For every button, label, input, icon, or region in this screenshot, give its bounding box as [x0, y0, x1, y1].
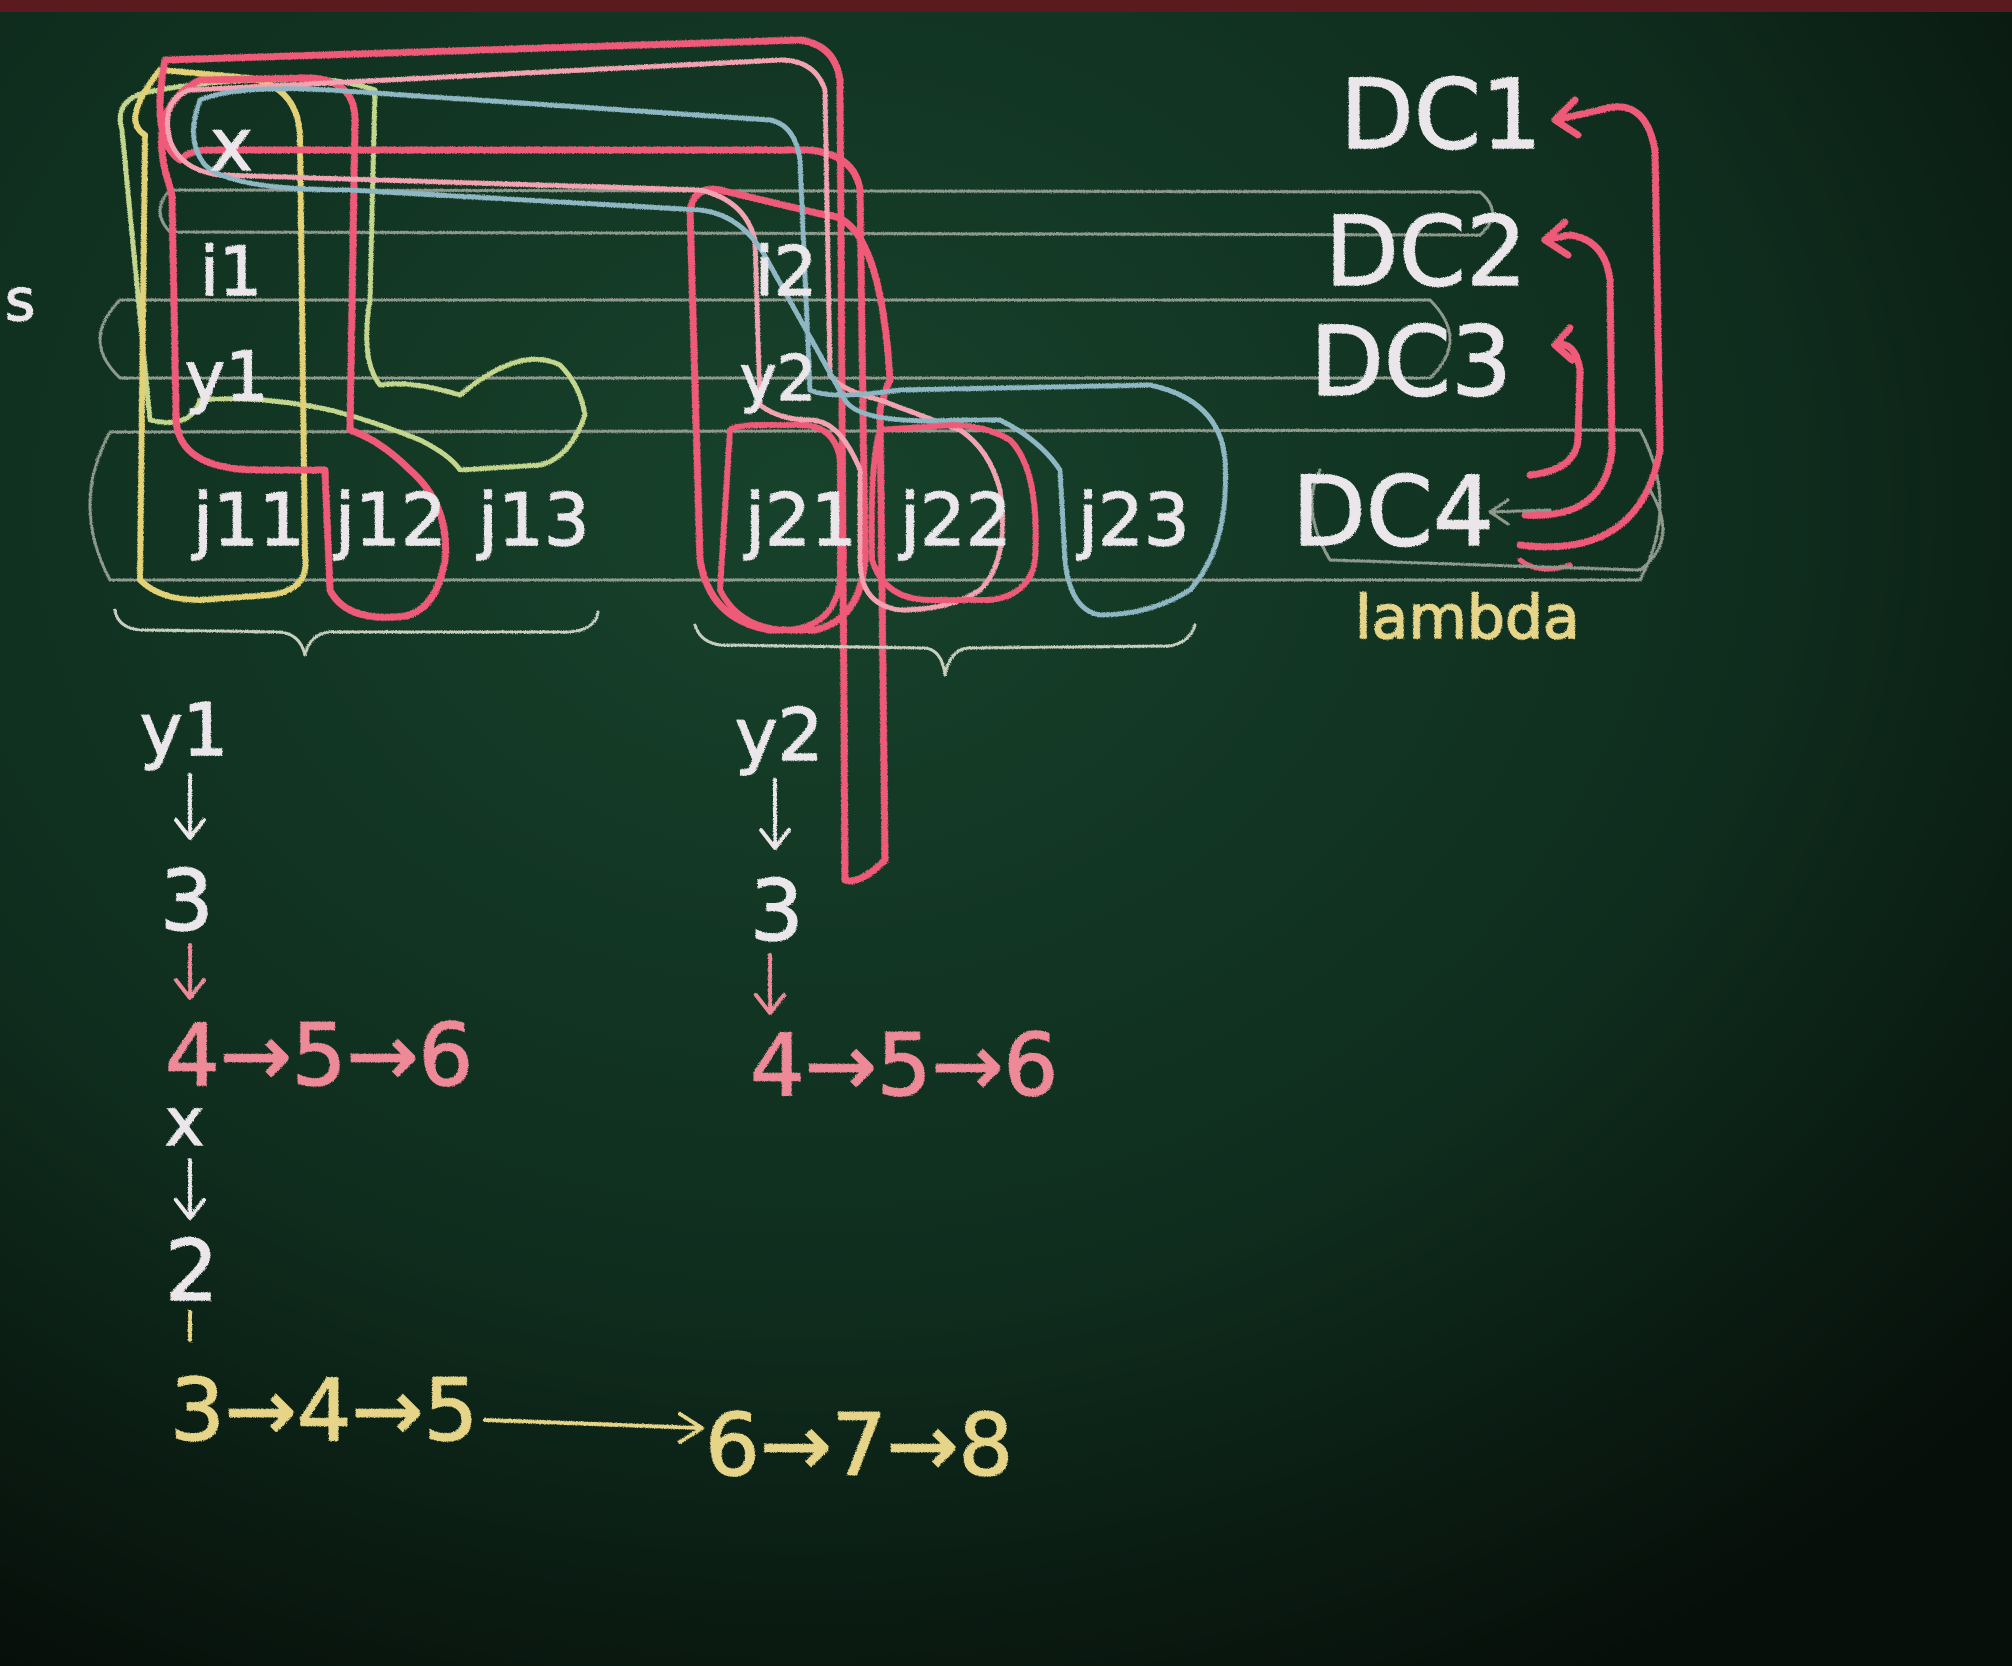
node-i2: i2 [755, 233, 817, 312]
arrow-dc4-to-dc3 [1526, 340, 1584, 479]
dc3-label: DC3 [1310, 306, 1512, 418]
board-frame [0, 0, 2012, 12]
chain-1-row: 4→5→6 [165, 1006, 473, 1106]
node-y2: y2 [740, 342, 816, 415]
leaf-j23: j23 [1076, 478, 1190, 562]
node-x: x [210, 103, 253, 187]
dc1-label: DC1 [1340, 59, 1542, 171]
chain-3-row-right: 6→7→8 [705, 1396, 1013, 1496]
loop-pink-j21 [717, 422, 843, 633]
node-i1: i1 [200, 233, 262, 312]
chain-3-row-left: 3→4→5 [170, 1361, 478, 1461]
tree-loops [117, 36, 1229, 885]
chain-left-1: y1 3 4→5→6 [139, 687, 474, 1107]
chain-3-step: 2 [165, 1222, 218, 1320]
chain-2-start: y2 [735, 693, 823, 777]
dc4-loop [1310, 468, 1665, 572]
node-y1: y1 [185, 338, 269, 417]
chain-1-start: y1 [140, 688, 228, 772]
brace-left [113, 608, 600, 657]
chain-left-2: x 2 3→4→5 6→7→8 [164, 1083, 1014, 1497]
leaf-j12: j12 [333, 478, 447, 562]
loop-pink-j22 [868, 422, 1039, 603]
dc-arrows [1310, 96, 1665, 572]
long-arrow [483, 1412, 704, 1444]
loop-green [117, 76, 588, 473]
leaf-j22: j22 [898, 478, 1012, 562]
chain-2-step: 3 [750, 862, 803, 960]
leaf-j13: j13 [476, 478, 590, 562]
chalk-drawing: s x i1 y1 i2 y2 j11 j12 j13 j21 j22 j23 … [4, 36, 1665, 1497]
margin-fragment: s [5, 266, 35, 334]
chain-2-row: 4→5→6 [750, 1016, 1058, 1116]
leaf-j21: j21 [743, 478, 857, 562]
braces [113, 608, 1197, 677]
chain-right: y2 3 4→5→6 [734, 692, 1059, 1117]
lambda-label: lambda [1355, 583, 1580, 653]
dc2-label: DC2 [1325, 196, 1527, 308]
leaf-j11: j11 [191, 478, 305, 562]
loop-pink-inner [158, 74, 450, 621]
arrow-dc4-to-dc1 [1516, 103, 1664, 551]
chain-1-step: 3 [160, 852, 213, 950]
arrow-dc4-to-dc2 [1521, 231, 1616, 519]
loop-blue [191, 86, 1229, 618]
tree-labels: s x i1 y1 i2 y2 j11 j12 j13 j21 j22 j23 [4, 102, 1190, 563]
chain-3-start: x [165, 1084, 204, 1161]
dc-labels: DC1 DC2 DC3 DC4 lambda [1291, 58, 1580, 654]
brace-right [693, 623, 1197, 677]
loop-yellow [132, 67, 309, 603]
dc4-label: DC4 [1292, 456, 1494, 568]
